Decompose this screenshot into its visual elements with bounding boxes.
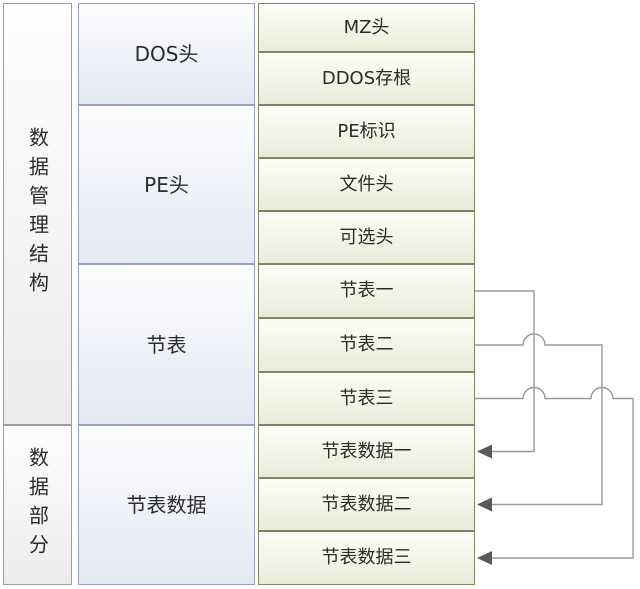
cell-mz-header: MZ头 — [258, 3, 475, 52]
cell-pe-header: PE头 — [78, 105, 255, 264]
cell-dos-header: DOS头 — [78, 3, 255, 105]
cell-section-data-2: 节表数据二 — [258, 478, 475, 531]
cell-section-data-3: 节表数据三 — [258, 531, 475, 585]
group-cell-data-part: 数据部分 — [3, 425, 72, 585]
group-label-data-management-structure: 数据管理结构 — [25, 127, 50, 301]
arrowhead-data2-icon — [477, 497, 492, 512]
cell-dos-stub: DDOS存根 — [258, 52, 475, 105]
cell-section-2: 节表二 — [258, 318, 475, 372]
cell-section-3: 节表三 — [258, 372, 475, 425]
arrow-section2-to-data2 — [475, 333, 603, 506]
arrowhead-data1-icon — [477, 444, 492, 459]
arrowhead-data3-icon — [477, 551, 492, 565]
cell-pe-signature: PE标识 — [258, 105, 475, 158]
cell-section-1: 节表一 — [258, 264, 475, 318]
cell-section-data: 节表数据 — [78, 425, 255, 585]
arrow-section3-to-data3 — [475, 386, 634, 559]
group-label-data-part: 数据部分 — [25, 447, 50, 563]
cell-section-data-1: 节表数据一 — [258, 425, 475, 478]
cell-optional-header: 可选头 — [258, 211, 475, 264]
cell-section-table: 节表 — [78, 264, 255, 425]
group-cell-data-management-structure: 数据管理结构 — [3, 3, 72, 425]
arrow-section1-to-data1 — [475, 290, 535, 453]
cell-file-header: 文件头 — [258, 158, 475, 211]
